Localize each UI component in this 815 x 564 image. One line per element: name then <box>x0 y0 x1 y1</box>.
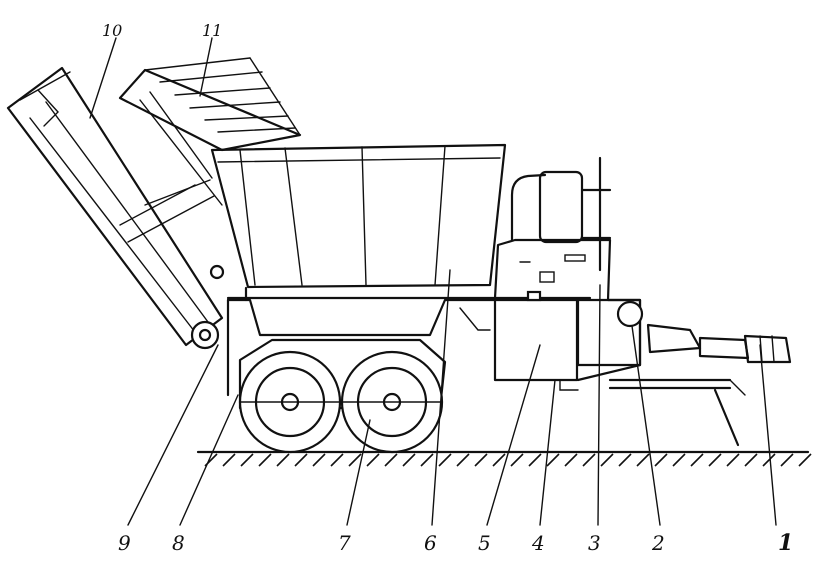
hatch-mark <box>582 453 596 467</box>
hatch-mark <box>312 453 326 467</box>
drawbar-hitch <box>608 300 792 447</box>
hatch-mark <box>438 453 452 467</box>
hatch-mark <box>456 453 470 467</box>
drive-housing <box>493 298 579 391</box>
hatch-mark <box>474 453 488 467</box>
hatch-mark <box>726 453 740 467</box>
leader-lines <box>89 37 777 526</box>
hatch-mark <box>672 453 686 467</box>
hatch-mark <box>348 453 362 467</box>
hatch-mark <box>762 453 776 467</box>
callout-11: 11 <box>202 21 222 40</box>
ground-hatching <box>204 453 812 467</box>
hatch-mark <box>258 453 272 467</box>
wheel-bogie <box>238 338 447 454</box>
top-tank <box>510 156 612 272</box>
callouts: 1 2 3 4 5 6 7 8 9 10 11 <box>102 21 793 556</box>
callout-2: 2 <box>651 531 665 555</box>
callout-7: 7 <box>338 531 351 555</box>
hatch-mark <box>492 453 506 467</box>
elevator-conveyor <box>6 66 225 350</box>
hatch-mark <box>708 453 722 467</box>
hatch-mark <box>384 453 398 467</box>
hatch-mark <box>276 453 290 467</box>
rear-wheel <box>340 350 444 454</box>
hatch-mark <box>222 453 236 467</box>
callout-6: 6 <box>424 531 437 555</box>
hinged-top-grid <box>118 57 302 206</box>
hatch-mark <box>528 453 542 467</box>
hatch-mark <box>744 453 758 467</box>
hatch-mark <box>798 453 812 467</box>
hatch-mark <box>618 453 632 467</box>
hatch-mark <box>780 453 794 467</box>
callout-1: 1 <box>778 530 793 556</box>
hatch-mark <box>294 453 308 467</box>
hatch-mark <box>600 453 614 467</box>
hatch-mark <box>510 453 524 467</box>
callout-5: 5 <box>478 531 491 555</box>
hatch-mark <box>654 453 668 467</box>
callout-8: 8 <box>172 531 185 555</box>
hatch-mark <box>420 453 434 467</box>
hatch-mark <box>546 453 560 467</box>
hatch-mark <box>636 453 650 467</box>
hatch-mark <box>366 453 380 467</box>
callout-4: 4 <box>531 531 545 555</box>
callout-3: 3 <box>588 531 601 555</box>
hatch-mark <box>240 453 254 467</box>
callout-10: 10 <box>102 21 122 40</box>
hatch-mark <box>402 453 416 467</box>
front-wheel <box>238 350 342 454</box>
callout-9: 9 <box>118 531 131 555</box>
hatch-mark <box>690 453 704 467</box>
bunker <box>210 143 507 289</box>
ground <box>196 450 812 467</box>
hatch-mark <box>330 453 344 467</box>
control-station <box>493 238 642 382</box>
hatch-mark <box>564 453 578 467</box>
